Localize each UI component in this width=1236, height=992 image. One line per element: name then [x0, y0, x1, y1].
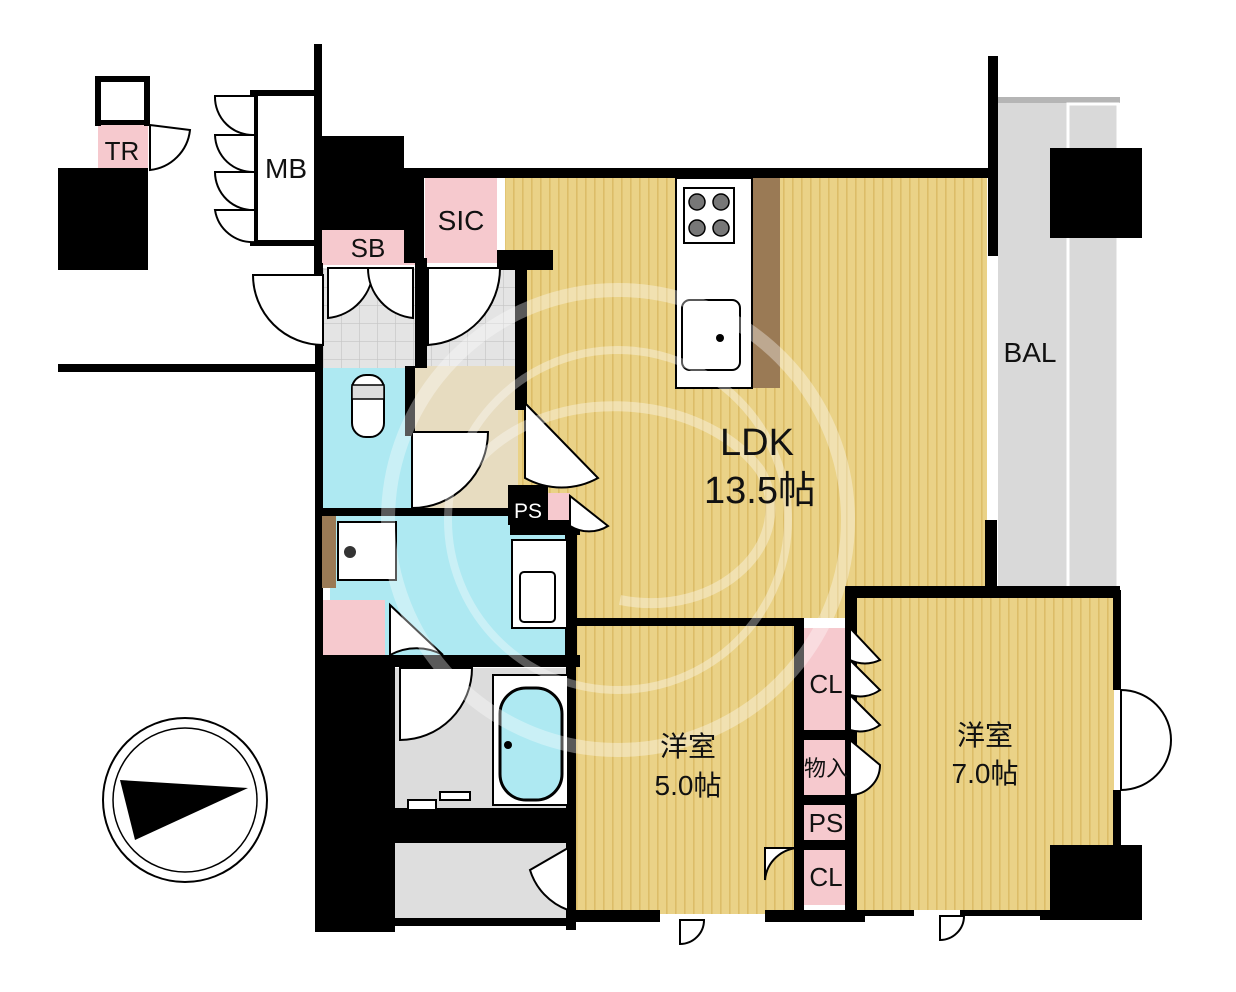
monoire-box	[800, 740, 850, 795]
room1-floor	[573, 622, 798, 914]
doors	[149, 95, 1172, 946]
wash-storage-box	[322, 600, 385, 658]
seal-watermark-icon	[381, 283, 855, 757]
meter-box-label: MB	[265, 153, 307, 184]
kitchen-counter	[675, 177, 780, 389]
cl-label-lower: CL	[809, 862, 842, 892]
cl-upper-box	[800, 628, 850, 730]
sb-box	[322, 230, 415, 265]
monoire-label: 物入	[804, 756, 848, 781]
ps-box-upper	[548, 493, 570, 526]
room1-size: 5.0帖	[655, 770, 722, 801]
ps-label-lower: PS	[809, 808, 844, 838]
washbasin-fixture	[511, 539, 568, 629]
cl-label-upper: CL	[809, 669, 842, 699]
ldk-size: 13.5帖	[704, 470, 816, 512]
trunk-room-box	[98, 122, 148, 170]
sic-box	[425, 178, 497, 263]
balcony-label: BAL	[1004, 337, 1057, 368]
room2-name: 洋室	[957, 720, 1013, 751]
ps-box-lower	[800, 805, 850, 840]
ps-label-upper: PS	[514, 500, 542, 523]
ldk-name: LDK	[720, 422, 794, 464]
sic-label: SIC	[438, 205, 485, 236]
shoe-box-label: SB	[351, 233, 386, 263]
trunk-room-label: TR	[105, 136, 140, 166]
bathtub-fixture	[407, 674, 569, 811]
room1-name: 洋室	[660, 731, 716, 762]
cl-lower-box	[800, 850, 850, 905]
washing-machine-pan	[322, 516, 397, 588]
toilet-fixture	[351, 374, 385, 438]
north-arrow-icon	[102, 717, 268, 883]
walls	[58, 44, 1142, 932]
room2-size: 7.0帖	[952, 758, 1019, 789]
